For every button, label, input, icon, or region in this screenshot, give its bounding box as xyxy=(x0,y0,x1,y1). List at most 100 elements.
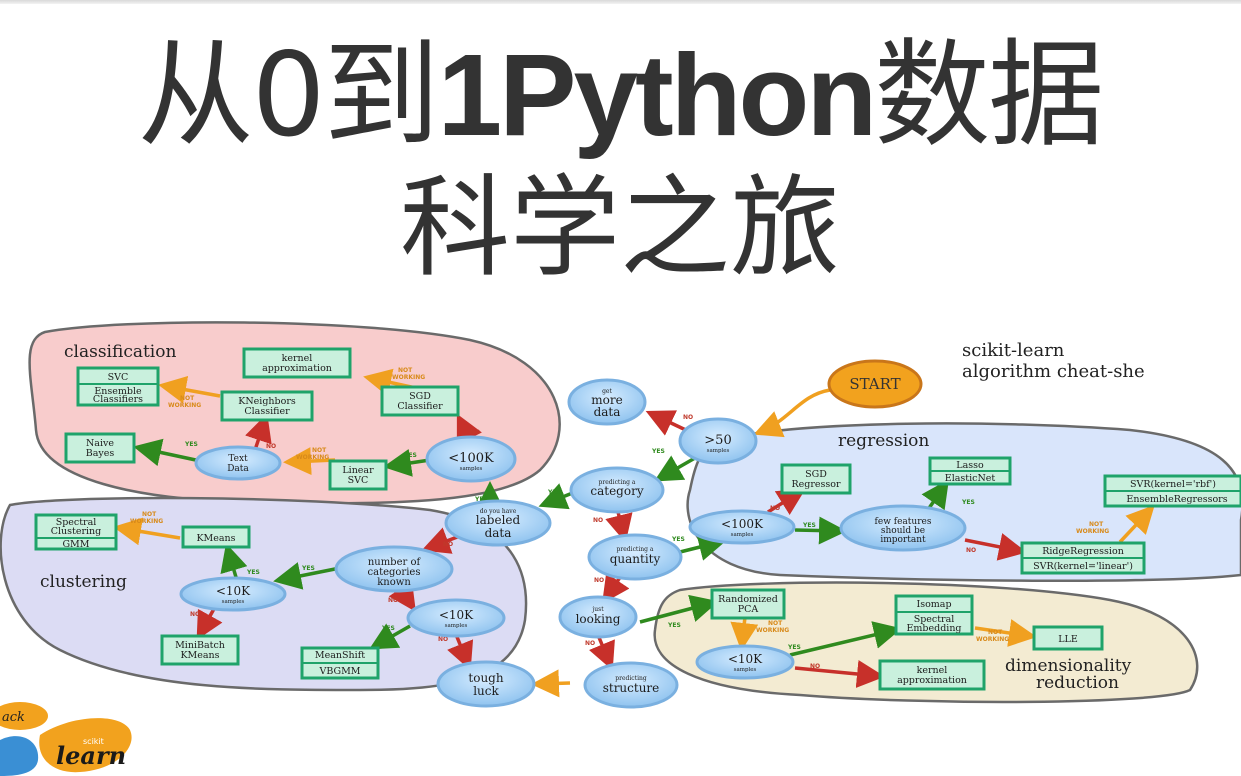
lle-label: LLE xyxy=(1058,634,1078,645)
box-svc-ensemble[interactable] xyxy=(76,366,160,407)
ncat-3: known xyxy=(377,577,411,588)
bubble-predicting-quantity[interactable] xyxy=(587,533,683,581)
title-part-c: 数据 xyxy=(874,28,1104,163)
start-node[interactable]: START xyxy=(827,359,923,409)
clust-10k-b-sub: samples xyxy=(445,623,468,629)
label-yes: YES xyxy=(403,452,417,459)
bubble-categories-known[interactable] xyxy=(334,545,454,593)
sgd-r2: Regressor xyxy=(791,479,840,490)
sgd-c1: SGD xyxy=(409,391,431,402)
label-no: NO xyxy=(190,611,200,618)
box-spectral-gmm[interactable] xyxy=(34,513,118,551)
bubble-clust-10k-b[interactable] xyxy=(406,598,506,638)
cheatsheet-heading-2: algorithm cheat-she xyxy=(962,361,1145,382)
box-randomized-pca[interactable] xyxy=(710,588,786,620)
spec-emb-1: Spectral xyxy=(914,614,955,625)
bubble-gt50[interactable] xyxy=(678,417,758,465)
box-linear-svc[interactable] xyxy=(328,459,388,491)
dimensionality-title-2: reduction xyxy=(1036,673,1119,693)
bubble-text-data[interactable] xyxy=(194,445,282,481)
vbgmm-label: VBGMM xyxy=(318,666,360,677)
bubble-predicting-structure[interactable] xyxy=(583,661,679,709)
ridge-label: RidgeRegression xyxy=(1042,546,1124,557)
box-kneighbors[interactable] xyxy=(220,390,314,422)
labeled-2: labeled xyxy=(476,513,521,527)
classification-title: classification xyxy=(64,342,176,362)
box-kernel-approx-class[interactable] xyxy=(242,347,352,379)
class-100k-sub: samples xyxy=(460,466,483,472)
rand-pca-2: PCA xyxy=(738,604,759,615)
cheatsheet-heading-1: scikit-learn xyxy=(962,340,1065,361)
bubble-dim-10k[interactable] xyxy=(695,644,795,680)
get-more-2: more xyxy=(591,393,622,407)
bubble-tough-luck[interactable] xyxy=(436,660,536,708)
tough-1: tough xyxy=(468,671,503,685)
get-more-1: get xyxy=(602,388,612,395)
start-label: START xyxy=(849,375,900,393)
bubble-just-looking[interactable] xyxy=(558,595,638,639)
bubble-get-more-data[interactable] xyxy=(567,378,647,426)
kernel-c2: approximation xyxy=(262,363,332,374)
ncat-1: number of xyxy=(368,557,422,568)
linear-svc-1: Linear xyxy=(342,465,374,476)
bubble-labeled-data[interactable] xyxy=(444,499,552,547)
text-data-2: Data xyxy=(227,464,249,474)
clustering-title: clustering xyxy=(40,572,127,592)
bubble-predicting-category[interactable] xyxy=(569,466,665,514)
regression-title: regression xyxy=(838,431,929,451)
label-yes: YES xyxy=(671,536,685,543)
title-part-b: 1Python xyxy=(437,30,878,160)
box-isomap-spectral[interactable] xyxy=(894,594,974,636)
clust-10k-b: <10K xyxy=(439,608,474,622)
isomap-label: Isomap xyxy=(916,599,951,610)
gmm-label: GMM xyxy=(62,539,89,550)
label-no: NO xyxy=(388,597,398,604)
kneighbors-2: Classifier xyxy=(244,406,290,417)
pred-qty-1: predicting a xyxy=(617,546,654,553)
box-minibatch[interactable] xyxy=(160,634,240,666)
label-no: NO xyxy=(585,640,595,647)
linear-svc-2: SVC xyxy=(348,475,369,486)
looking-2: looking xyxy=(576,612,621,626)
bubble-class-100k[interactable] xyxy=(425,435,517,483)
label-no: NO xyxy=(443,541,453,548)
box-sgd-classifier[interactable] xyxy=(380,385,460,417)
meanshift-label: MeanShift xyxy=(315,650,365,661)
box-sgd-regressor[interactable] xyxy=(780,463,852,495)
label-working: WORKING xyxy=(130,518,163,525)
label-yes: YES xyxy=(184,441,198,448)
scikit-learn-logo: ack scikit learn xyxy=(0,702,132,776)
label-working: WORKING xyxy=(296,454,329,461)
label-yes: YES xyxy=(381,625,395,632)
ensemble-1: Ensemble xyxy=(94,386,142,397)
box-kernel-approx-dim[interactable] xyxy=(878,659,986,691)
bubble-few-features[interactable] xyxy=(839,504,967,552)
label-yes: YES xyxy=(547,489,561,496)
logo-learn-text: learn xyxy=(56,741,126,770)
box-lle[interactable] xyxy=(1032,625,1104,651)
label-not: NOT xyxy=(398,367,413,374)
label-working: WORKING xyxy=(392,374,425,381)
sgd-c2: Classifier xyxy=(397,401,443,412)
pred-struct-2: structure xyxy=(603,681,660,695)
bubble-clust-10k-a[interactable] xyxy=(179,576,287,612)
pred-cat-1: predicting a xyxy=(599,479,636,486)
label-no: NO xyxy=(966,547,976,554)
label-yes: YES xyxy=(802,522,816,529)
box-naive-bayes[interactable] xyxy=(64,432,136,464)
label-not: NOT xyxy=(988,629,1003,636)
bubble-reg-100k[interactable] xyxy=(688,509,796,545)
sgd-r1: SGD xyxy=(805,469,827,480)
label-yes: YES xyxy=(667,622,681,629)
few-feat-3: important xyxy=(880,535,926,545)
spectral-2: Clustering xyxy=(51,526,102,537)
label-working: WORKING xyxy=(1076,528,1109,535)
elasticnet-label: ElasticNet xyxy=(945,473,996,484)
label-working: WORKING xyxy=(976,636,1009,643)
label-working: WORKING xyxy=(756,627,789,634)
box-kmeans[interactable] xyxy=(181,525,251,549)
svr-rbf-label: SVR(kernel='rbf') xyxy=(1130,479,1216,490)
label-not: NOT xyxy=(312,447,327,454)
ensemble-reg-label: EnsembleRegressors xyxy=(1126,494,1227,505)
kernel-c1: kernel xyxy=(282,353,313,364)
